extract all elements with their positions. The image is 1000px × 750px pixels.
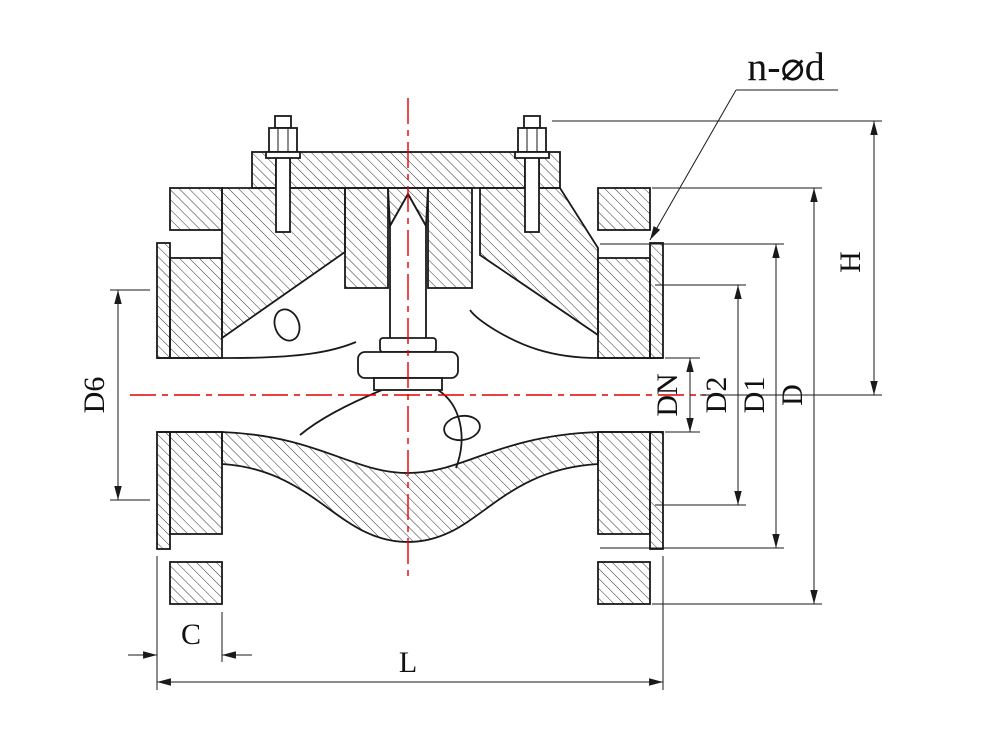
dim-C: C xyxy=(128,556,252,690)
valve-body xyxy=(156,115,664,605)
centerlines xyxy=(130,98,706,578)
dim-label-H: H xyxy=(834,251,867,273)
dim-label-L: L xyxy=(399,646,417,679)
bolt-right xyxy=(514,115,550,233)
dim-label-D6: D6 xyxy=(78,377,111,414)
stem-and-disc xyxy=(357,192,459,391)
dim-D6: D6 xyxy=(78,289,150,501)
callout-bolt-holes: n-⌀d xyxy=(649,44,838,241)
dim-DN: DN xyxy=(651,357,700,433)
left-flange xyxy=(156,187,223,605)
bonnet-boss xyxy=(344,187,473,289)
lower-body-wall xyxy=(221,431,599,543)
dim-H: H xyxy=(552,120,882,396)
dim-label-C: C xyxy=(181,618,201,651)
bolt-left xyxy=(265,115,301,233)
internal-passage-lines xyxy=(157,308,663,469)
dim-label-DN: DN xyxy=(651,373,684,416)
callout-label-nd: n-⌀d xyxy=(747,44,824,89)
dim-L: L xyxy=(157,556,664,690)
